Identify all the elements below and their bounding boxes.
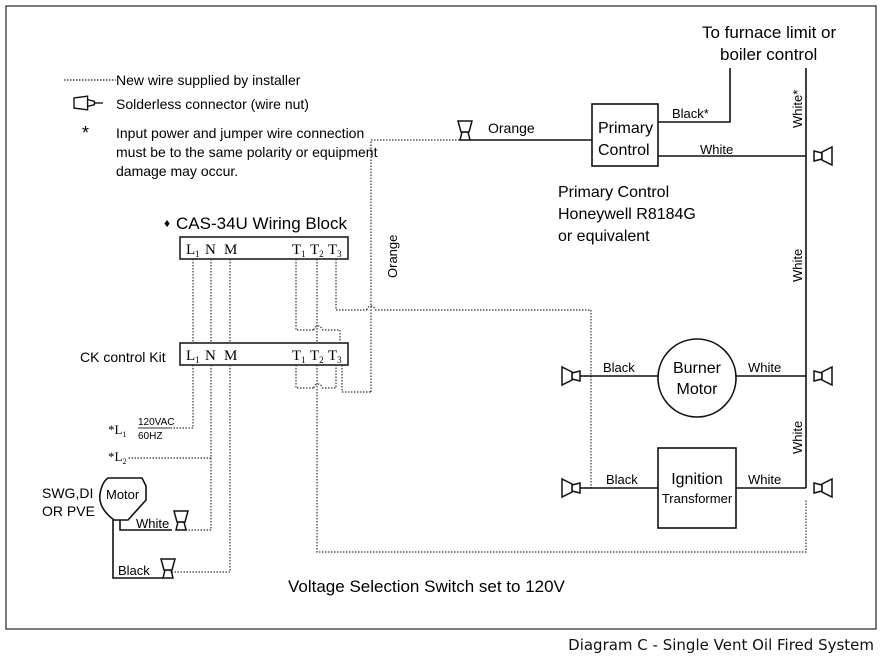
primary-box-line1: Primary bbox=[598, 120, 653, 137]
ignition-white-label: White bbox=[748, 472, 781, 487]
primary-control: Orange Primary Control Black* White Prim… bbox=[385, 68, 806, 278]
wire-nut-icon bbox=[173, 510, 189, 531]
kit-terminal-m: M bbox=[224, 348, 237, 364]
block-terminal-t1: T1 bbox=[292, 242, 306, 259]
burner-white-label: White bbox=[748, 360, 781, 375]
legend-note-line2: must be to the same polarity or equipmen… bbox=[116, 144, 378, 160]
wire-nut-icon bbox=[561, 366, 581, 386]
ignition-transformer-box bbox=[657, 447, 737, 529]
legend-note-line1: Input power and jumper wire connection bbox=[116, 125, 364, 141]
white-star-label: White* bbox=[790, 90, 805, 128]
l2-label: *L2 bbox=[108, 449, 126, 466]
wire-nut-icon bbox=[160, 558, 176, 579]
control-kit-title: CK control Kit bbox=[80, 349, 166, 365]
diagram-caption: Diagram C - Single Vent Oil Fired System bbox=[568, 636, 874, 654]
voltage-selection-note: Voltage Selection Switch set to 120V bbox=[288, 577, 566, 596]
kit-terminal-t1: T1 bbox=[292, 348, 306, 365]
motor-label: Motor bbox=[106, 487, 140, 502]
kit-terminal-l1: L1 bbox=[186, 348, 200, 365]
kit-terminal-n: N bbox=[205, 348, 216, 364]
wire-nut-icon bbox=[73, 95, 103, 111]
primary-desc-line3: or equivalent bbox=[558, 228, 650, 245]
wire-nut-icon bbox=[561, 478, 581, 498]
furnace-bus: To furnace limit or boiler control White… bbox=[702, 23, 836, 498]
installer-wires bbox=[128, 139, 807, 573]
ignition-line2: Transformer bbox=[662, 491, 733, 506]
frequency-label: 60HZ bbox=[138, 431, 162, 442]
burner-motor: Black Burner Motor White bbox=[561, 338, 806, 418]
orange-wire-label: Orange bbox=[488, 120, 535, 136]
primary-black-label: Black* bbox=[672, 106, 709, 121]
power-labels: *L1 120VAC 60HZ *L2 bbox=[108, 417, 175, 466]
control-kit: CK control Kit L1 N M T1 T2 T3 bbox=[80, 342, 349, 366]
motor-assembly: SWG,DI OR PVE Motor White Black bbox=[42, 477, 189, 579]
wire-nut-icon bbox=[457, 120, 473, 141]
block-terminal-m: M bbox=[224, 242, 237, 258]
wiring-block: ♦ CAS-34U Wiring Block L1 N M T1 T2 T3 bbox=[164, 214, 349, 260]
bullet-diamond-icon: ♦ bbox=[164, 216, 170, 230]
ignition-black-label: Black bbox=[606, 472, 638, 487]
burner-motor-circle bbox=[657, 338, 737, 418]
voltage-label: 120VAC bbox=[138, 417, 175, 428]
swg-label: SWG,DI bbox=[42, 485, 93, 501]
ignition-line1: Ignition bbox=[671, 471, 723, 488]
wire-nut-icon bbox=[813, 366, 833, 386]
burner-line2: Motor bbox=[677, 381, 719, 398]
white-mid1-label: White bbox=[790, 249, 805, 282]
primary-desc-line1: Primary Control bbox=[558, 184, 669, 201]
wire-nut-icon bbox=[813, 146, 833, 166]
furnace-line2: boiler control bbox=[720, 45, 817, 64]
primary-box-line2: Control bbox=[598, 142, 650, 159]
asterisk-symbol: * bbox=[82, 123, 89, 143]
motor-housing-icon bbox=[98, 477, 147, 521]
block-terminal-n: N bbox=[205, 242, 216, 258]
block-terminal-l1: L1 bbox=[186, 242, 200, 259]
kit-terminal-t2: T2 bbox=[310, 348, 324, 365]
legend-dotted-label: New wire supplied by installer bbox=[116, 72, 301, 88]
wiring-block-box bbox=[179, 236, 349, 260]
burner-line1: Burner bbox=[673, 360, 722, 377]
wire-nut-icon bbox=[813, 478, 833, 498]
legend: New wire supplied by installer Solderles… bbox=[64, 72, 378, 179]
furnace-line1: To furnace limit or bbox=[702, 23, 836, 42]
control-kit-box bbox=[179, 342, 349, 366]
burner-black-label: Black bbox=[603, 360, 635, 375]
legend-note-line3: damage may occur. bbox=[116, 163, 238, 179]
white-mid2-label: White bbox=[790, 421, 805, 454]
l1-label: *L1 bbox=[108, 422, 126, 439]
wiring-block-title: CAS-34U Wiring Block bbox=[176, 214, 347, 233]
orange-vertical-label: Orange bbox=[385, 235, 400, 278]
primary-white-label: White bbox=[700, 142, 733, 157]
ignition-transformer: Black Ignition Transformer White bbox=[561, 447, 806, 529]
block-terminal-t3: T3 bbox=[328, 242, 342, 259]
primary-desc-line2: Honeywell R8184G bbox=[558, 206, 696, 223]
motor-white-label: White bbox=[136, 516, 169, 531]
motor-black-label: Black bbox=[118, 563, 150, 578]
primary-control-box bbox=[591, 103, 659, 167]
kit-terminal-t3: T3 bbox=[328, 348, 342, 365]
diagram-frame bbox=[5, 5, 877, 630]
pve-label: OR PVE bbox=[42, 503, 95, 519]
legend-connector-label: Solderless connector (wire nut) bbox=[116, 96, 309, 112]
block-terminal-t2: T2 bbox=[310, 242, 324, 259]
